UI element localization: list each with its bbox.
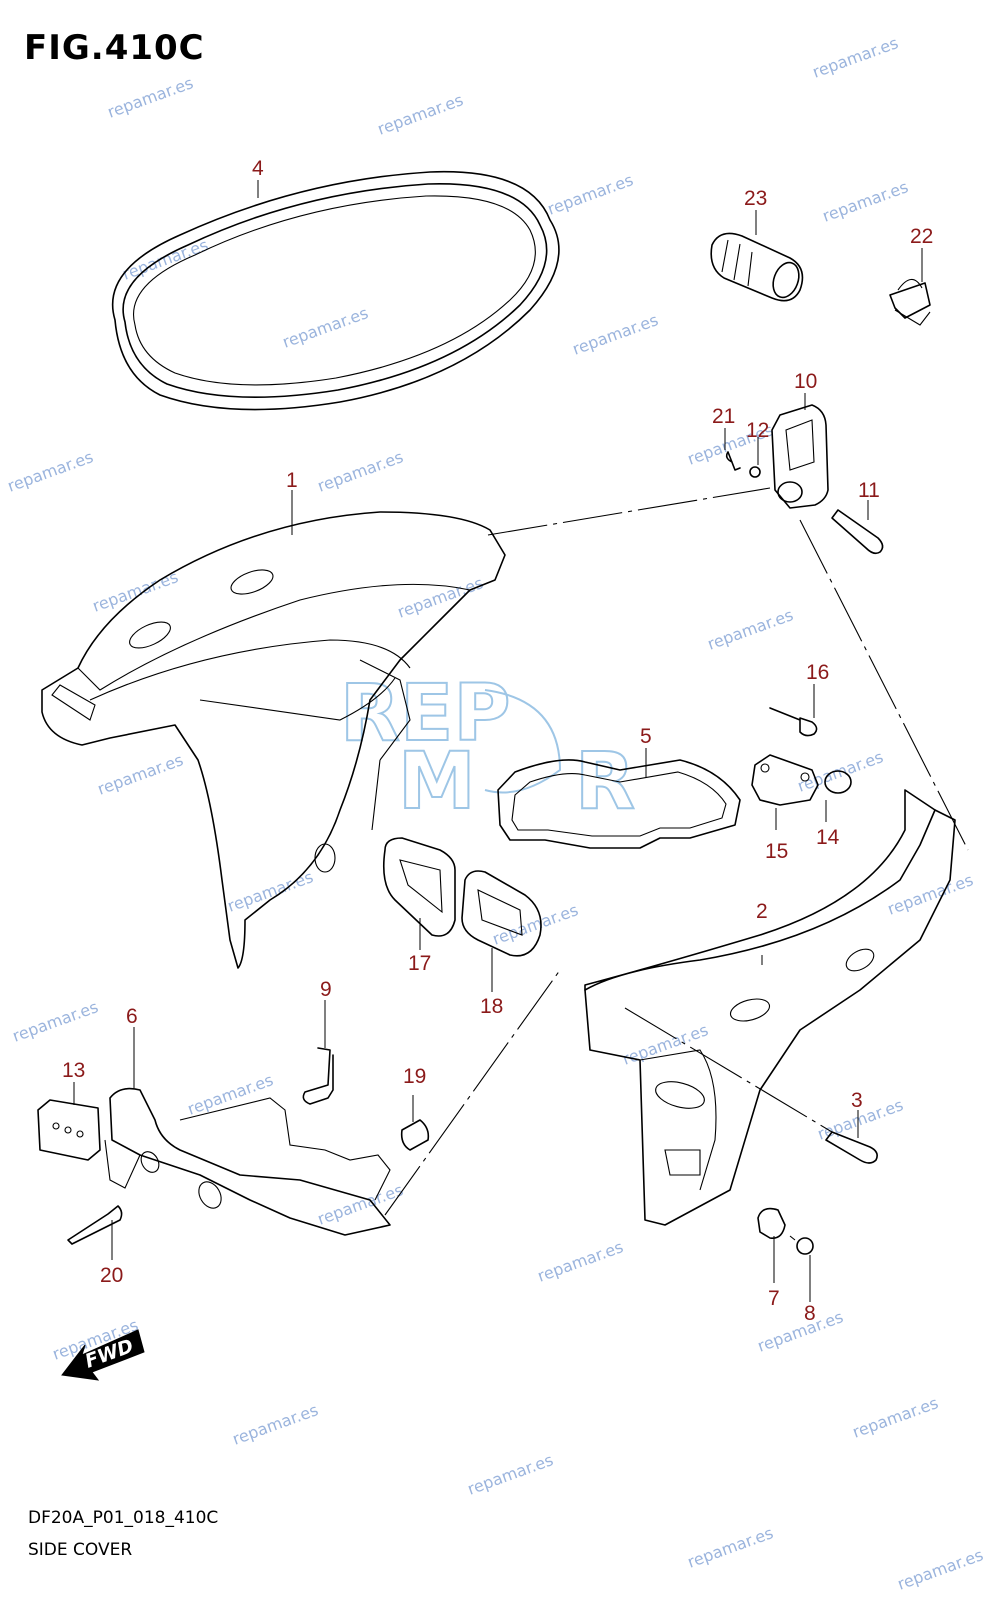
callout-2: 2 — [756, 900, 768, 923]
watermark-text: repamar.es — [375, 90, 466, 139]
callout-9: 9 — [320, 978, 332, 1001]
watermark-text: repamar.es — [820, 177, 911, 226]
part-8-bolt — [789, 1235, 814, 1255]
part-23-grommet — [710, 232, 804, 302]
callout-8: 8 — [804, 1302, 816, 1325]
callout-20: 20 — [100, 1264, 123, 1287]
watermark-text: repamar.es — [395, 573, 486, 622]
callout-21: 21 — [712, 405, 735, 428]
assembly-lines — [384, 487, 969, 1216]
watermark-text: repamar.es — [535, 1237, 626, 1286]
part-16-screw — [769, 707, 818, 737]
part-22-clip — [889, 278, 931, 326]
callout-15: 15 — [765, 840, 788, 863]
part-19-spacer — [400, 1119, 430, 1151]
callout-23: 23 — [744, 187, 767, 210]
part-4-seal — [111, 170, 560, 411]
part-10-bracket — [771, 404, 829, 509]
part-3-bolt — [825, 1131, 878, 1164]
watermark-text: repamar.es — [5, 447, 96, 496]
part-12-washer — [749, 466, 761, 478]
callout-11: 11 — [858, 479, 880, 502]
callout-7: 7 — [768, 1287, 780, 1310]
watermark-text: repamar.es — [185, 1070, 276, 1119]
watermark-text: repamar.es — [490, 900, 581, 949]
logo-text-m: M — [398, 737, 476, 827]
watermark-text: repamar.es — [280, 303, 371, 352]
part-7-grommet — [757, 1207, 786, 1240]
callout-5: 5 — [640, 725, 652, 748]
watermark-texts: repamar.es repamar.es repamar.es repamar… — [5, 33, 986, 1594]
callout-10: 10 — [794, 370, 817, 393]
callout-19: 19 — [403, 1065, 426, 1088]
watermark-text: repamar.es — [315, 447, 406, 496]
watermark-text: repamar.es — [810, 33, 901, 82]
watermark-text: repamar.es — [90, 567, 181, 616]
part-11-bolt — [831, 509, 884, 555]
part-20-rivet — [67, 1205, 123, 1245]
watermark-text: repamar.es — [230, 1400, 321, 1449]
callout-13: 13 — [62, 1059, 85, 1082]
callout-6: 6 — [126, 1005, 138, 1028]
callout-4: 4 — [252, 157, 264, 180]
callout-14: 14 — [816, 826, 840, 849]
watermark-text: repamar.es — [105, 73, 196, 122]
part-2-side-cover — [584, 789, 956, 1226]
callout-1: 1 — [286, 469, 298, 492]
part-17-seal — [382, 837, 456, 937]
callout-22: 22 — [910, 225, 933, 248]
part-6-lower-cover — [104, 1087, 391, 1236]
part-9-bracket — [302, 1047, 334, 1105]
watermark-text: repamar.es — [705, 605, 796, 654]
drawing-code: DF20A_P01_018_410C — [28, 1508, 219, 1528]
logo-text-r: R — [575, 737, 635, 827]
part-15-bracket — [751, 754, 819, 806]
callout-12: 12 — [746, 419, 769, 442]
part-1-side-cover — [41, 511, 506, 969]
watermark-text: repamar.es — [570, 310, 661, 359]
part-13-pad — [37, 1099, 101, 1161]
repamar-logo-watermark: REP M R — [339, 668, 636, 828]
callout-16: 16 — [806, 661, 829, 684]
watermark-text: repamar.es — [620, 1020, 711, 1069]
watermark-text: repamar.es — [10, 997, 101, 1046]
leader-lines — [73, 180, 923, 1302]
part-21-pin — [725, 451, 741, 471]
part-18-seal — [461, 870, 542, 957]
callouts: 4 23 22 10 21 12 11 1 16 5 14 15 2 17 9 … — [62, 157, 933, 1325]
watermark-text: repamar.es — [465, 1450, 556, 1499]
watermark-text: repamar.es — [885, 870, 976, 919]
logo-wave-icon — [484, 689, 562, 794]
watermark-text: repamar.es — [755, 1307, 846, 1356]
watermark-text: repamar.es — [685, 1523, 776, 1572]
figure-title: FIG.410C — [24, 28, 205, 68]
part-5-gasket — [497, 759, 741, 849]
watermark-text: repamar.es — [95, 750, 186, 799]
watermark-text: repamar.es — [850, 1393, 941, 1442]
watermark-text: repamar.es — [545, 170, 636, 219]
part-14-cap — [824, 770, 852, 794]
callout-18: 18 — [480, 995, 503, 1018]
callout-17: 17 — [408, 952, 431, 975]
watermark-text: repamar.es — [895, 1545, 986, 1594]
callout-3: 3 — [851, 1089, 863, 1112]
section-name: SIDE COVER — [28, 1540, 133, 1560]
